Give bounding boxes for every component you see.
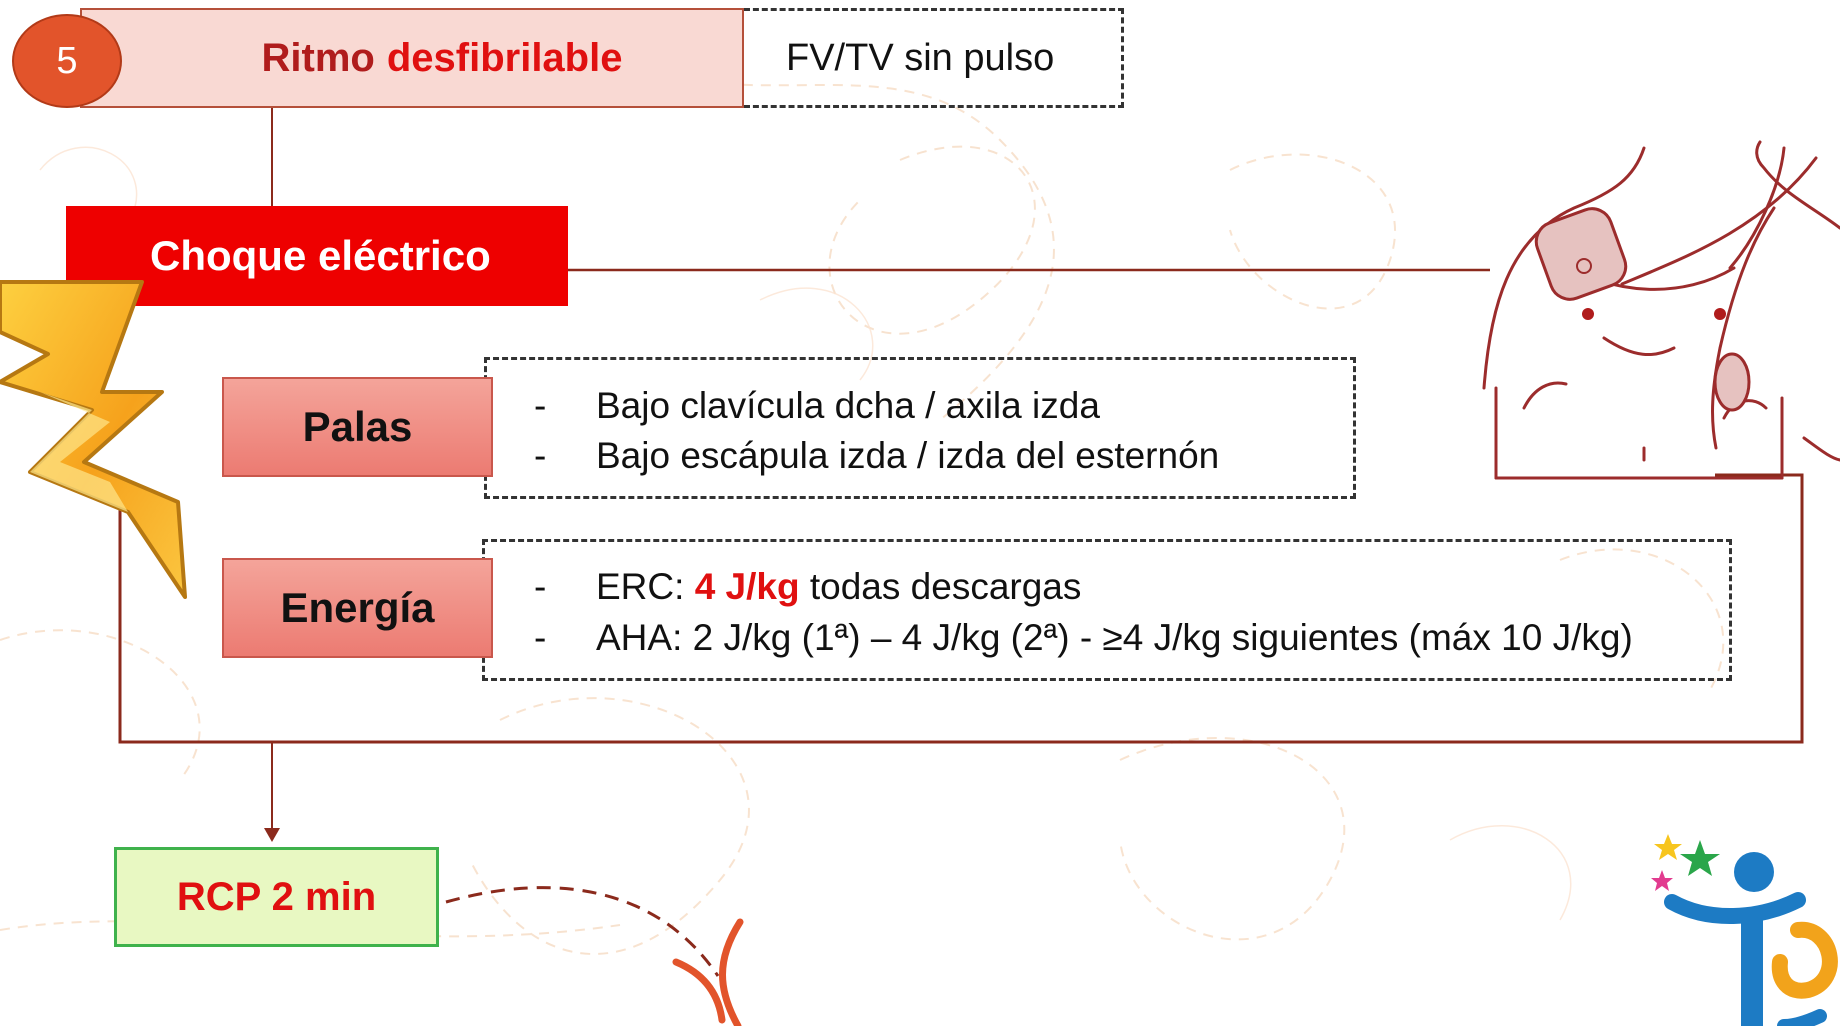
bracket-connector <box>118 473 1804 744</box>
paddles-label: Palas <box>302 403 413 450</box>
erc-dose-highlight: 4 J/kg <box>694 566 800 607</box>
step-title-highlight: desfibrilable <box>386 35 623 80</box>
paddles-info-box <box>484 357 1356 499</box>
cpr-label: RCP 2 min <box>176 874 377 919</box>
step-title: Ritmo desfibrilable <box>80 8 744 108</box>
paddles-item-2: - Bajo escápula izda / izda del esternón <box>534 435 1219 477</box>
curved-arrowhead-icon <box>672 918 744 1026</box>
erc-prefix: ERC: <box>596 566 685 607</box>
rhythm-types-text: FV/TV sin pulso <box>786 36 1055 79</box>
paddles-item-2-text: Bajo escápula izda / izda del esternón <box>596 435 1220 476</box>
rhythm-types-box: FV/TV sin pulso <box>744 8 1124 108</box>
step-number-badge: 5 <box>12 14 122 108</box>
erc-suffix: todas descargas <box>809 566 1082 607</box>
energy-info-box <box>482 539 1732 681</box>
energy-label: Energía <box>280 584 435 631</box>
energy-label-box: Energía <box>222 558 493 658</box>
shock-label: Choque eléctrico <box>150 232 491 279</box>
lightning-bolt-icon <box>0 280 187 599</box>
arrowhead-icon <box>264 828 280 842</box>
bullet-dash: - <box>534 566 547 607</box>
paddles-item-1-text: Bajo clavícula dcha / axila izda <box>596 385 1100 426</box>
energy-aha-line: - AHA: 2 J/kg (1ª) – 4 J/kg (2ª) - ≥4 J/k… <box>534 617 1633 659</box>
energy-erc-line: - ERC: 4 J/kg todas descargas <box>534 566 1081 608</box>
aha-text: AHA: 2 J/kg (1ª) – 4 J/kg (2ª) - ≥4 J/kg… <box>596 617 1633 658</box>
step-title-prefix: Ritmo <box>261 35 375 80</box>
logo-icon <box>1651 834 1838 1026</box>
torso-electrode-illustration <box>1482 140 1840 480</box>
bullet-dash: - <box>534 435 547 476</box>
paddles-label-box: Palas <box>222 377 493 477</box>
paddles-item-1: - Bajo clavícula dcha / axila izda <box>534 385 1100 427</box>
cpr-box: RCP 2 min <box>114 847 439 947</box>
bullet-dash: - <box>534 385 547 426</box>
curved-arrow-icon <box>445 886 720 977</box>
shock-banner: Choque eléctrico <box>66 206 568 306</box>
bullet-dash: - <box>534 617 547 658</box>
